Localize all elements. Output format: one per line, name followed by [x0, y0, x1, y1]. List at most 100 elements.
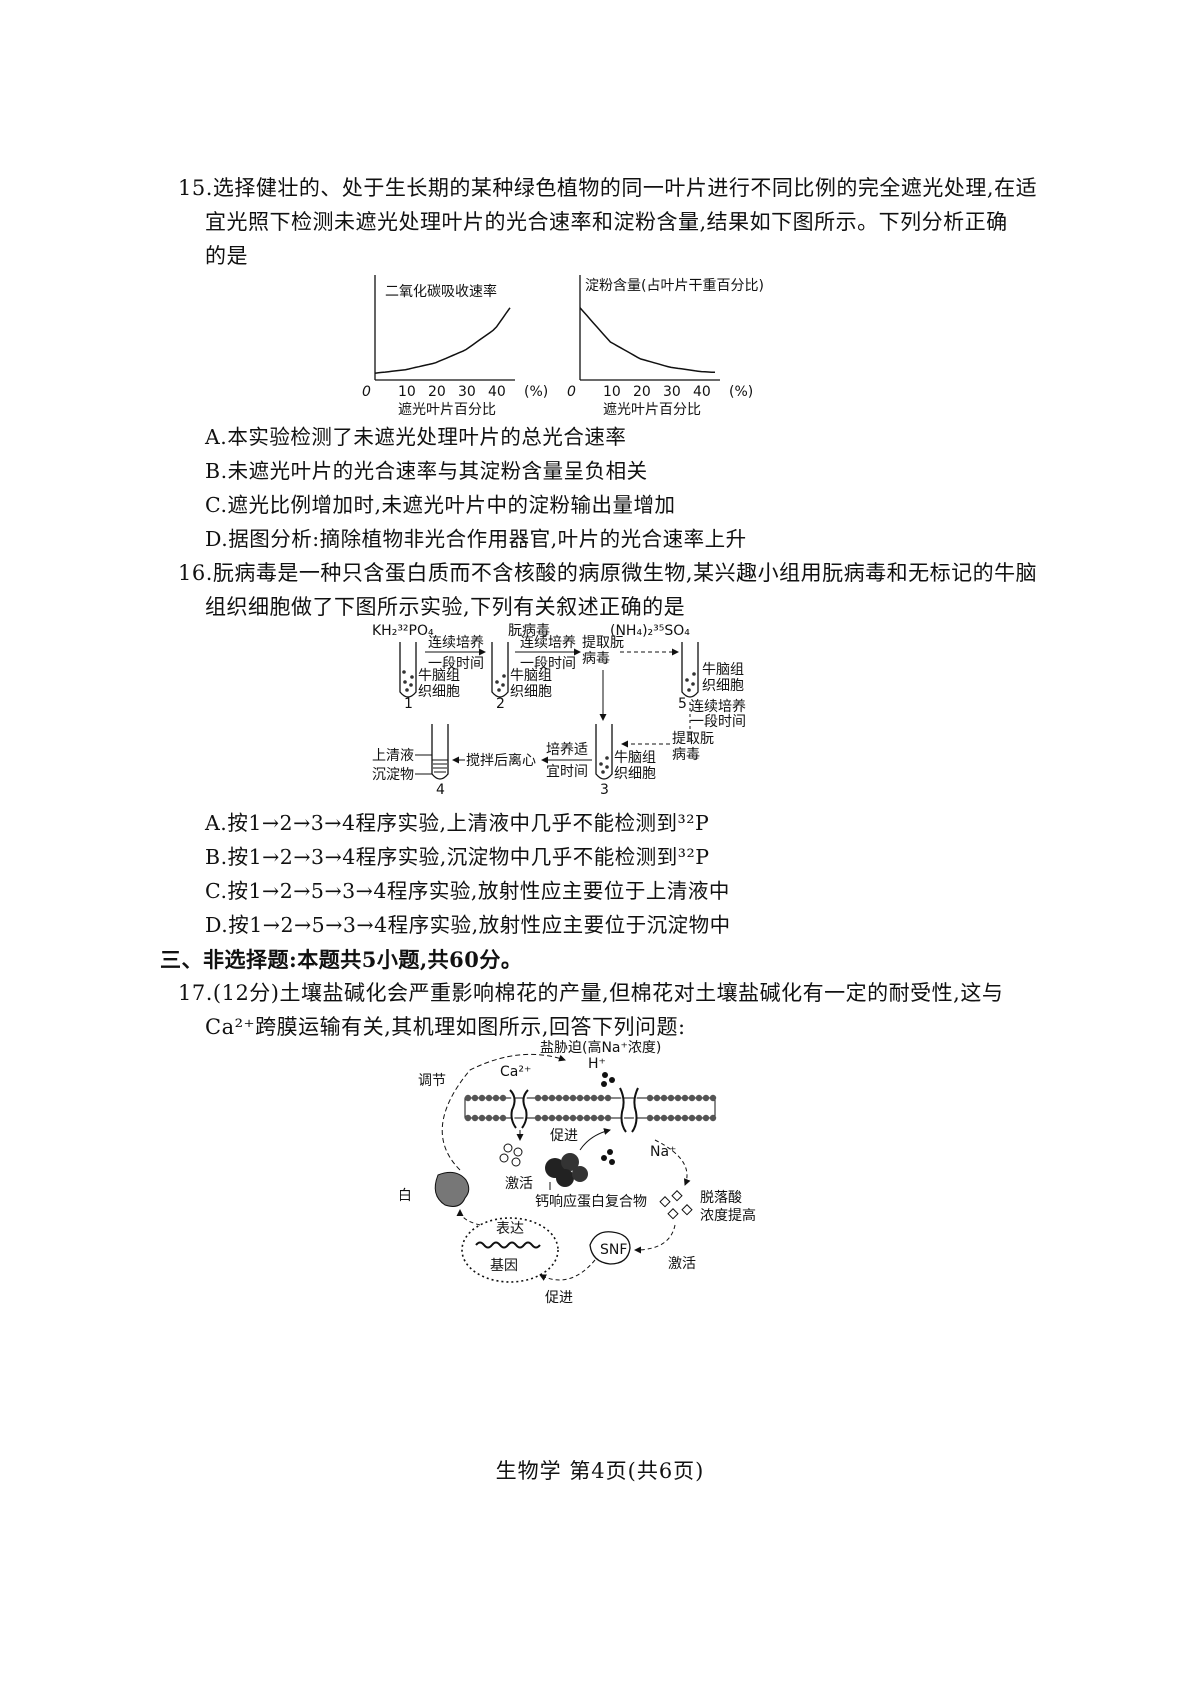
tube-1: 1 — [399, 642, 417, 712]
svg-text:一段时间: 一段时间 — [428, 656, 484, 672]
svg-text:上清液: 上清液 — [372, 748, 414, 764]
regulate-label: 调节 — [418, 1073, 446, 1089]
svg-text:连续培养: 连续培养 — [428, 634, 484, 651]
svg-text:脱落酸: 脱落酸 — [700, 1190, 742, 1206]
tube-5: 5 — [678, 642, 699, 712]
chart-starch-ylabel: 淀粉含量(占叶片干重百分比) — [585, 278, 764, 294]
reagent-32p: KH₂³²PO₄ — [372, 623, 434, 639]
svg-text:沉淀物: 沉淀物 — [372, 767, 414, 783]
x-tick-label: 30 — [663, 384, 681, 400]
tube-4: 4 — [431, 724, 449, 798]
reagent-35s: (NH₄)₂³⁵SO₄ — [610, 623, 690, 639]
svg-text:提取朊: 提取朊 — [582, 635, 624, 651]
svg-text:5: 5 — [678, 696, 687, 712]
q16-option-d: D.按1→2→5→3→4程序实验,放射性应主要位于沉淀物中 — [205, 913, 731, 937]
svg-text:一段时间: 一段时间 — [520, 656, 576, 672]
chart-co2-curve — [374, 307, 511, 374]
x-tick-label: 0 — [567, 384, 576, 400]
snf-protein: SNF — [589, 1231, 631, 1265]
cell-membrane — [464, 1094, 717, 1122]
svg-text:E蛋白: E蛋白 — [400, 1188, 412, 1204]
x-tick-label: (%) — [729, 384, 753, 400]
ca-label: Ca²⁺ — [500, 1064, 531, 1080]
chart-starch-curve — [579, 307, 716, 374]
na-label: Na⁺ — [650, 1144, 676, 1160]
x-tick-label: 40 — [488, 384, 506, 400]
complex-label: 钙响应蛋白复合物 — [535, 1193, 647, 1210]
q16-option-b: B.按1→2→3→4程序实验,沉淀物中几乎不能检测到³²P — [205, 845, 710, 869]
x-tick-label: 10 — [398, 384, 416, 400]
h-na-antiporter — [619, 1087, 639, 1133]
x-tick-label: 0 — [362, 384, 371, 400]
svg-text:一段时间: 一段时间 — [690, 714, 746, 730]
e-protein — [434, 1171, 470, 1207]
q17-stem-line1: 17.(12分)土壤盐碱化会严重影响棉花的产量,但棉花对土壤盐碱化有一定的耐受性… — [178, 981, 1004, 1005]
svg-text:织细胞: 织细胞 — [510, 684, 552, 700]
q15-charts: 二氧化碳吸收速率 0 10 20 30 40 (%) 遮光叶片百分比 淀粉含量(占叶片干重… — [362, 275, 764, 418]
x-tick-label: 40 — [693, 384, 711, 400]
svg-text:牛脑组: 牛脑组 — [614, 750, 656, 766]
q15-stem-line1: 15.选择健壮的、处于生长期的某种绿色植物的同一叶片进行不同比例的完全遮光处理,… — [178, 176, 1038, 200]
chart-co2-ylabel: 二氧化碳吸收速率 — [385, 283, 497, 300]
svg-text:牛脑组: 牛脑组 — [510, 668, 552, 684]
svg-text:3: 3 — [600, 782, 609, 798]
svg-text:病毒: 病毒 — [672, 747, 700, 763]
svg-text:SNF: SNF — [600, 1242, 627, 1258]
q16-diagram: 1 KH₂³²PO₄ 牛脑组 织细胞 连续培养 一段时间 2 朊病毒 牛脑组 织… — [372, 623, 746, 798]
svg-text:连续培养: 连续培养 — [520, 634, 576, 651]
q15-option-c: C.遮光比例增加时,未遮光叶片中的淀粉输出量增加 — [205, 493, 676, 517]
salt-stress-label: 盐胁迫(高Na⁺浓度) — [540, 1040, 661, 1056]
q15-option-b: B.未遮光叶片的光合速率与其淀粉含量呈负相关 — [205, 459, 648, 483]
reagent-prion: 朊病毒 — [508, 623, 550, 639]
chart-co2-xlabel: 遮光叶片百分比 — [398, 402, 496, 418]
tube-2: 2 — [491, 642, 509, 712]
svg-text:表达: 表达 — [496, 1221, 524, 1237]
cells-label-1a: 牛脑组 — [418, 668, 460, 684]
section-3-heading: 三、非选择题:本题共5小题,共60分。 — [160, 947, 523, 972]
svg-text:基因: 基因 — [490, 1257, 518, 1274]
svg-text:病毒: 病毒 — [582, 651, 610, 667]
svg-text:搅拌后离心: 搅拌后离心 — [466, 752, 536, 769]
svg-text:促进: 促进 — [545, 1290, 573, 1306]
cells-label-1b: 织细胞 — [418, 684, 460, 700]
x-tick-label: 20 — [633, 384, 651, 400]
ca-channel — [509, 1089, 529, 1129]
svg-text:激活: 激活 — [505, 1175, 533, 1192]
q15-option-d: D.据图分析:摘除植物非光合作用器官,叶片的光合速率上升 — [205, 527, 747, 551]
svg-text:4: 4 — [436, 782, 445, 798]
h-label: H⁺ — [588, 1056, 606, 1072]
svg-text:浓度提高: 浓度提高 — [700, 1207, 756, 1224]
q16-stem-line1: 16.朊病毒是一种只含蛋白质而不含核酸的病原微生物,某兴趣小组用朊病毒和无标记的… — [178, 561, 1038, 585]
svg-text:1: 1 — [404, 696, 413, 712]
q15-stem-line3: 的是 — [205, 244, 248, 268]
svg-text:牛脑组: 牛脑组 — [702, 662, 744, 678]
q15-option-a: A.本实验检测了未遮光处理叶片的总光合速率 — [205, 425, 627, 449]
q16-stem-line2: 组织细胞做了下图所示实验,下列有关叙述正确的是 — [205, 595, 686, 619]
gene-region — [461, 1217, 559, 1283]
chart-co2: 二氧化碳吸收速率 0 10 20 30 40 (%) 遮光叶片百分比 — [362, 275, 548, 418]
x-tick-label: (%) — [524, 384, 548, 400]
page-footer: 生物学 第4页(共6页) — [495, 1459, 705, 1483]
q17-stem-line2: Ca²⁺跨膜运输有关,其机理如图所示,回答下列问题: — [205, 1015, 686, 1039]
x-tick-label: 20 — [428, 384, 446, 400]
svg-text:织细胞: 织细胞 — [614, 766, 656, 782]
svg-text:宜时间: 宜时间 — [546, 764, 588, 780]
svg-text:连续培养: 连续培养 — [690, 698, 746, 715]
svg-text:激活: 激活 — [668, 1255, 696, 1272]
x-tick-label: 30 — [458, 384, 476, 400]
x-tick-label: 10 — [603, 384, 621, 400]
svg-text:培养适: 培养适 — [546, 742, 588, 758]
calcium-complex — [545, 1153, 588, 1187]
q15-stem-line2: 宜光照下检测未遮光处理叶片的光合速率和淀粉含量,结果如下图所示。下列分析正确 — [205, 210, 1008, 234]
aba-molecules — [659, 1190, 693, 1220]
tube-3: 3 — [595, 724, 613, 798]
svg-text:织细胞: 织细胞 — [702, 678, 744, 694]
svg-text:提取朊: 提取朊 — [672, 731, 714, 747]
svg-text:2: 2 — [496, 696, 505, 712]
chart-starch: 淀粉含量(占叶片干重百分比) 0 10 20 30 40 (%) 遮光叶片百分比 — [567, 275, 764, 418]
q16-option-a: A.按1→2→3→4程序实验,上清液中几乎不能检测到³²P — [205, 811, 710, 835]
promote-label: 促进 — [550, 1128, 578, 1144]
q16-option-c: C.按1→2→5→3→4程序实验,放射性应主要位于上清液中 — [205, 879, 730, 903]
chart-starch-xlabel: 遮光叶片百分比 — [603, 402, 701, 418]
gene-dna-icon — [475, 1241, 541, 1249]
